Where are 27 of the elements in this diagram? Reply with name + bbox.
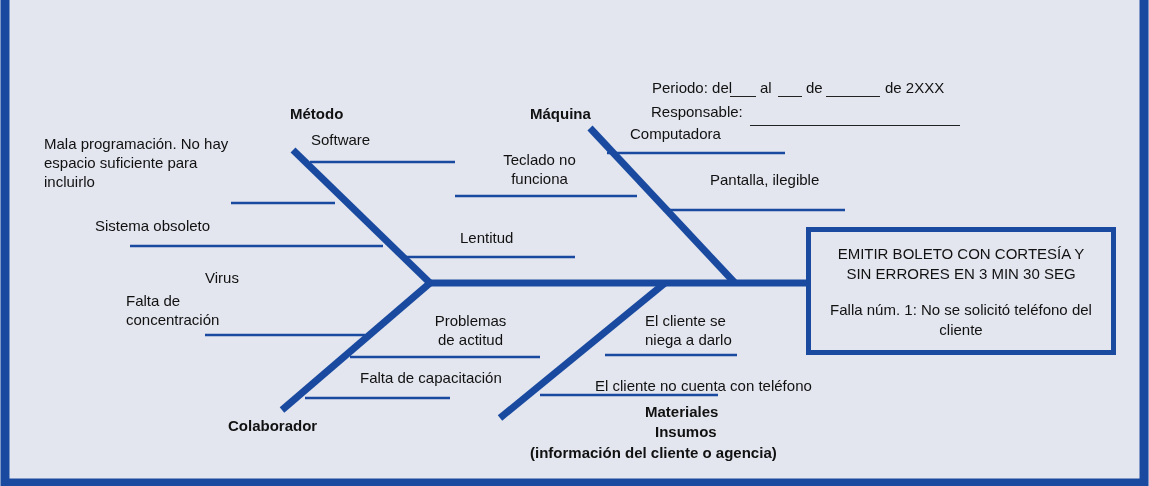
period-label: al: [760, 78, 772, 97]
cause-text: El cliente no cuenta con teléfono: [595, 376, 812, 395]
cause-text: Software: [311, 130, 371, 149]
effect-text: EMITIR BOLETO CON CORTESÍA Y SIN ERRORES EN 3 MIN 30 SEG: [836, 244, 1086, 284]
cause-text: Pantalla, ilegible: [710, 170, 820, 189]
period-label: de: [806, 78, 823, 97]
cause-text: Teclado no funciona: [502, 150, 577, 188]
responsible-label: Responsable:: [651, 102, 743, 121]
cause-text: Computadora: [630, 124, 721, 143]
category-label: (información del cliente o agencia): [530, 443, 777, 462]
period-label: de 2XXX: [885, 78, 945, 97]
category-label: Método: [290, 104, 344, 123]
category-label: Materiales: [645, 402, 719, 421]
effect-box: [806, 227, 1116, 355]
failure-text: Falla núm. 1: No se solicitó teléfono del cliente: [829, 300, 1093, 340]
cause-text: Problemas de actitud: [433, 311, 508, 349]
cause-text: Sistema obsoleto: [95, 216, 211, 235]
cause-text: Falta de concentración: [126, 291, 221, 329]
category-label: Máquina: [530, 104, 591, 123]
period-label: Periodo: del: [652, 78, 733, 97]
cause-text: Mala programación. No hay espacio suficiente para incluirlo: [44, 134, 230, 191]
category-label: Colaborador: [228, 416, 318, 435]
cause-text: El cliente se niega a darlo: [645, 311, 733, 349]
category-label: Insumos: [655, 422, 717, 441]
cause-text: Lentitud: [460, 228, 514, 247]
cause-text: Falta de capacitación: [360, 368, 502, 387]
cause-text: Virus: [205, 268, 239, 287]
